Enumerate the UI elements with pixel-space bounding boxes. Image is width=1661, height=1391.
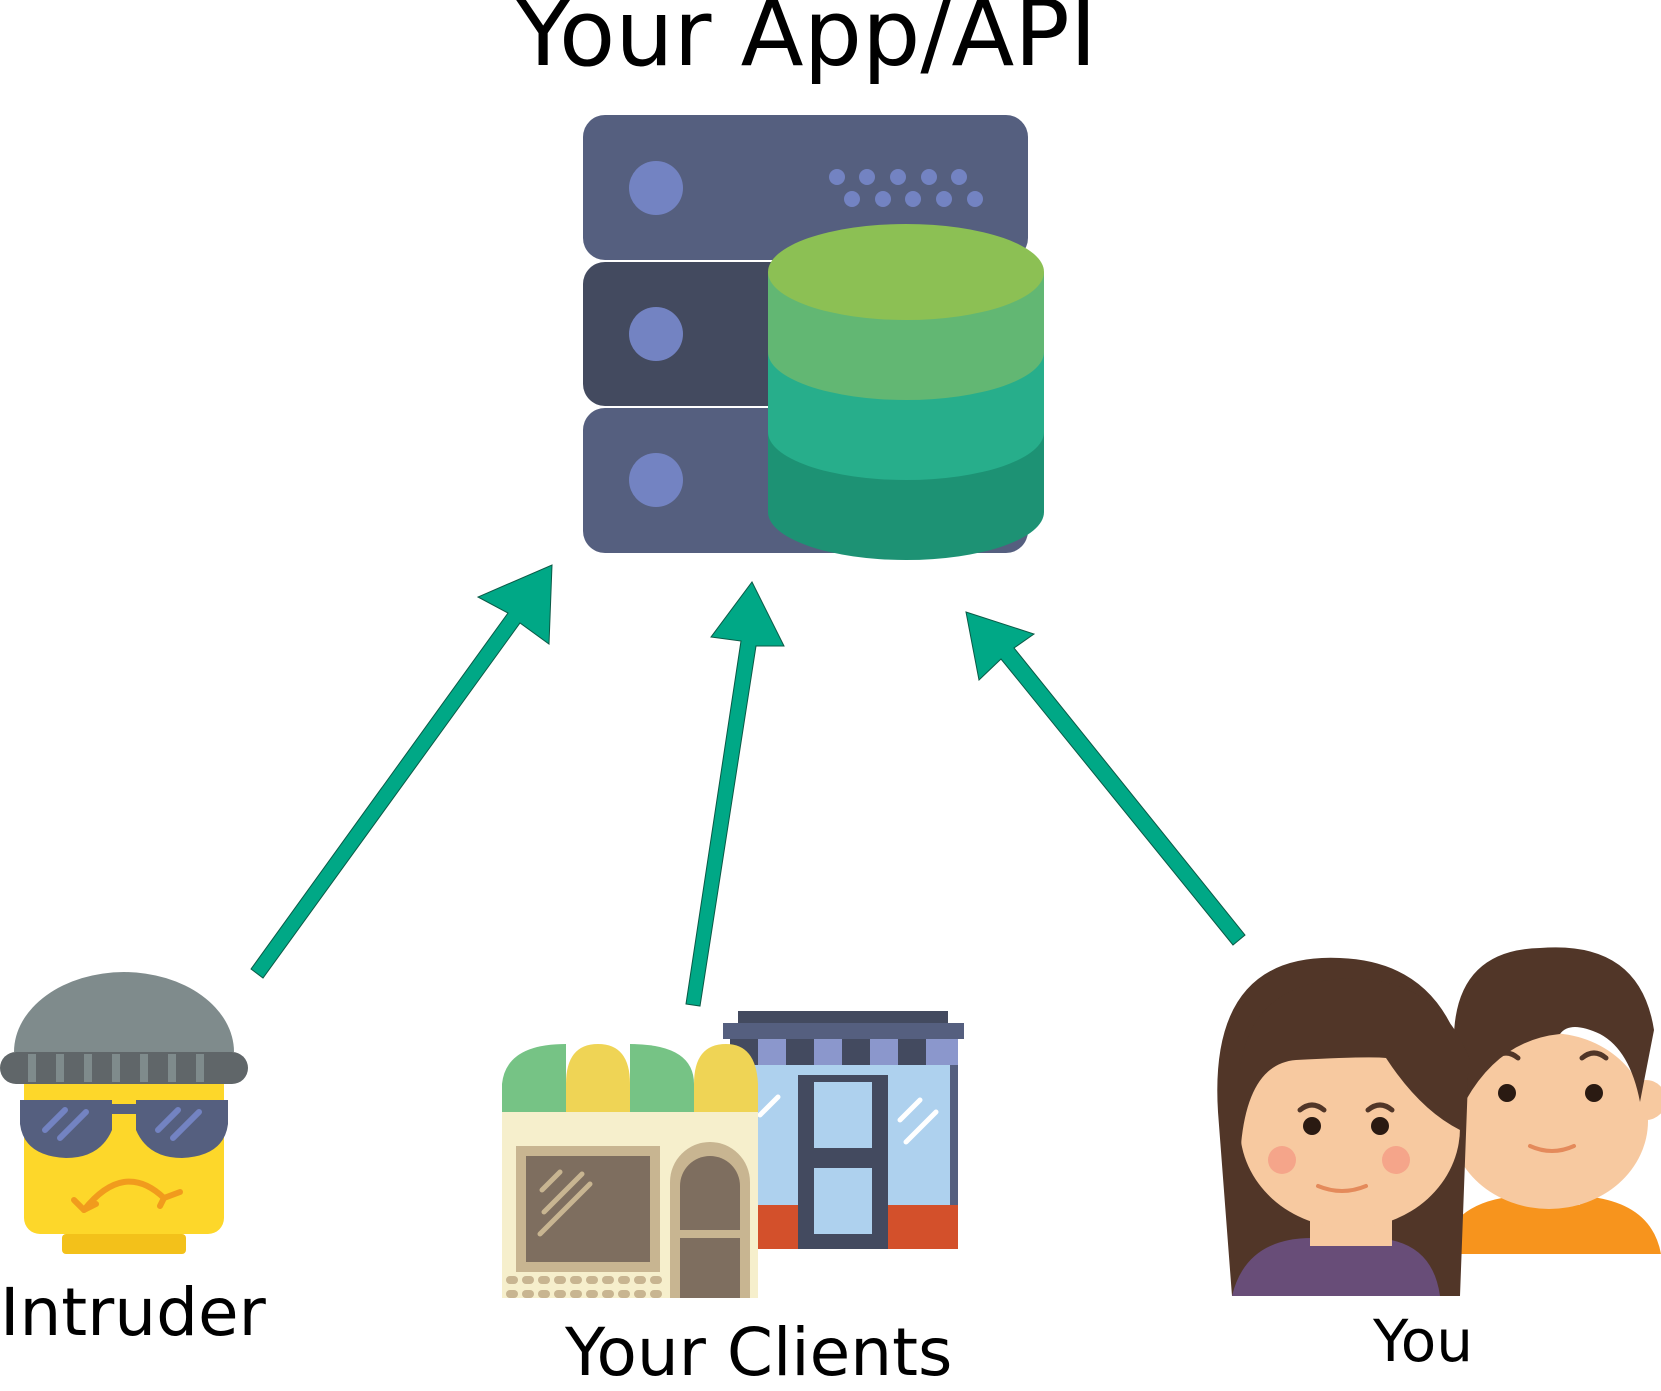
arrow-intruder-to-server (250, 564, 553, 979)
arrow-you-to-server (965, 611, 1246, 946)
storefront-icon (502, 1011, 964, 1298)
intruder-label: Intruder (0, 1274, 266, 1351)
you-label: You (1373, 1307, 1473, 1375)
server-database-icon (583, 115, 1044, 560)
diagram-title: Your App/API (515, 0, 1097, 87)
clients-label: Your Clients (565, 1314, 953, 1391)
intruder-icon (0, 972, 248, 1254)
people-icon (1217, 947, 1661, 1296)
arrow-clients-to-server (685, 581, 785, 1007)
